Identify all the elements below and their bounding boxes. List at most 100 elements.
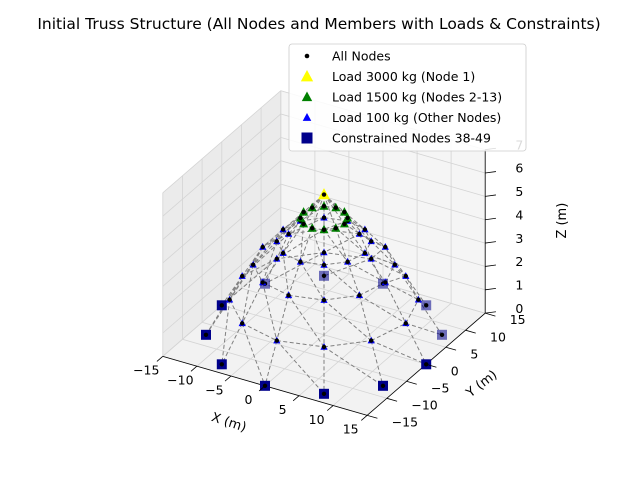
- node-dot: [424, 303, 429, 308]
- x-tick: [258, 385, 266, 392]
- node-dot: [280, 250, 286, 256]
- truss-member: [276, 340, 325, 395]
- node-dot: [403, 273, 408, 279]
- legend-box: [288, 43, 527, 152]
- legend-label: Constrained Nodes 38-49: [332, 131, 491, 146]
- truss-member: [323, 258, 372, 277]
- truss-member: [384, 282, 407, 324]
- truss-member: [229, 275, 243, 300]
- truss-member: [264, 340, 278, 386]
- truss-member: [323, 194, 345, 213]
- truss-member: [343, 223, 366, 254]
- z-tick-label: 5: [515, 184, 523, 199]
- truss-member: [221, 323, 243, 365]
- truss-member: [323, 194, 345, 225]
- x-tick-label: 10: [309, 412, 325, 427]
- truss-member: [323, 346, 384, 387]
- node-dot: [345, 259, 350, 264]
- legend-marker: [302, 113, 312, 121]
- truss-member: [371, 340, 427, 365]
- y-tick: [426, 363, 437, 368]
- x-tick-label: 0: [245, 392, 253, 407]
- z-grid-line: [162, 183, 486, 287]
- truss-member: [282, 211, 304, 230]
- node-dot: [345, 215, 350, 221]
- y-tick-label: −10: [411, 397, 437, 412]
- legend-label: Load 100 kg (Other Nodes): [332, 110, 501, 125]
- z-tick: [485, 287, 496, 291]
- truss-member: [323, 294, 360, 301]
- z-tick-label: 6: [515, 161, 523, 176]
- node-dot: [251, 262, 256, 267]
- x-tick: [326, 405, 334, 411]
- node-dot: [301, 221, 306, 227]
- truss-member: [282, 223, 305, 254]
- node-dot: [321, 192, 327, 197]
- y-tick-label: 10: [490, 329, 506, 344]
- truss-member: [323, 228, 360, 235]
- x-axis-label: X (m): [209, 410, 248, 435]
- truss-member: [394, 264, 419, 300]
- z-tick: [485, 241, 496, 244]
- truss-member: [300, 205, 325, 222]
- node-dot: [383, 244, 388, 250]
- z-tick: [485, 171, 496, 174]
- truss-member: [262, 220, 301, 248]
- y-tick: [386, 397, 398, 402]
- z-grid-line: [162, 160, 486, 264]
- z-tick: [485, 264, 496, 267]
- z-tick-label: 3: [515, 231, 523, 246]
- node-dot: [240, 321, 245, 326]
- legend-label: Load 1500 kg (Nodes 2-13): [332, 90, 502, 105]
- y-tick-label: −5: [431, 380, 449, 395]
- z-grid-line: [162, 206, 486, 310]
- z-axis-label: Z (m): [555, 203, 570, 239]
- truss-member: [323, 261, 348, 266]
- node-dot: [240, 273, 245, 279]
- node-dot: [227, 297, 232, 302]
- node-dot: [298, 215, 303, 221]
- node-dot: [321, 227, 327, 232]
- truss-member: [276, 340, 325, 348]
- truss-member: [303, 194, 325, 225]
- truss-member: [359, 294, 407, 324]
- node-dot: [219, 362, 224, 367]
- truss-member: [323, 194, 337, 229]
- truss-member: [323, 233, 360, 253]
- truss-member: [229, 264, 254, 300]
- truss-member: [252, 229, 284, 266]
- truss-member: [288, 294, 325, 301]
- node-dot: [439, 332, 445, 337]
- node-dot: [342, 209, 347, 215]
- y-tick-label: 15: [510, 312, 526, 327]
- truss-member: [262, 229, 284, 248]
- truss-member: [364, 252, 386, 283]
- truss-member: [405, 275, 419, 300]
- truss-member: [252, 240, 278, 266]
- truss-member: [335, 228, 349, 262]
- y-tick-label: 5: [470, 346, 478, 361]
- node-dot: [333, 205, 338, 210]
- x-tick: [224, 375, 232, 382]
- truss-member: [323, 340, 372, 348]
- node-dot: [286, 231, 291, 237]
- legend-label: Load 3000 kg (Node 1): [332, 69, 475, 84]
- node-dot: [369, 338, 374, 343]
- y-tick-label: 0: [451, 363, 459, 378]
- truss-member: [262, 282, 278, 341]
- node-dot: [342, 221, 347, 227]
- node-dot: [416, 297, 421, 302]
- truss-member: [300, 261, 325, 266]
- y-tick: [367, 414, 378, 419]
- z-tick-label: 4: [515, 207, 523, 222]
- truss-member: [221, 299, 231, 365]
- node-dot: [219, 303, 224, 308]
- chart-title: Initial Truss Structure (All Nodes and M…: [37, 15, 600, 33]
- truss-member: [311, 194, 325, 229]
- x-tick-label: 5: [279, 402, 287, 417]
- node-dot: [301, 209, 306, 215]
- truss-member: [359, 281, 386, 296]
- truss-member: [282, 217, 301, 254]
- truss-member: [241, 282, 264, 324]
